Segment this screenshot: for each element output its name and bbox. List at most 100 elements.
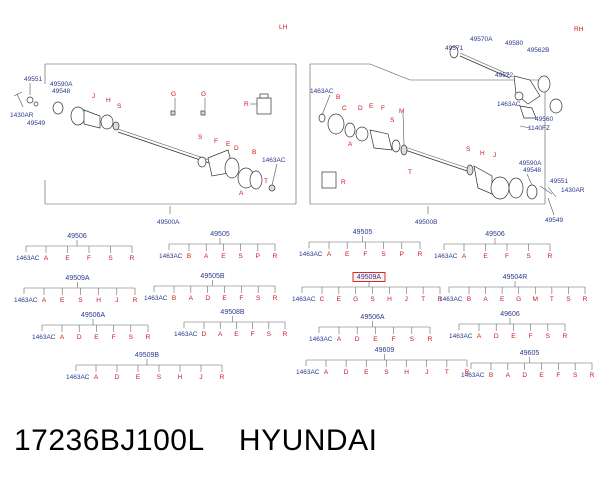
part-label: 49500A: [157, 219, 180, 226]
part-label: S: [198, 134, 203, 141]
tree-letter: S: [256, 295, 261, 302]
part-label: A: [348, 141, 353, 148]
part-label: T: [408, 169, 412, 176]
tree-code: 49606: [500, 311, 520, 318]
part-label: S: [466, 146, 471, 153]
part-label: H: [106, 97, 111, 104]
tree-prefix: 1463AC: [66, 374, 90, 381]
tree-letter: A: [327, 251, 332, 258]
tree-letter: C: [320, 296, 325, 303]
tree-letter: A: [94, 374, 99, 381]
tree-prefix: 1463AC: [16, 255, 40, 262]
tree-letter: R: [563, 333, 568, 340]
tree-letter: T: [550, 296, 554, 303]
tree-letter: S: [108, 255, 113, 262]
part-label: 49500B: [415, 219, 437, 226]
part-label: M: [399, 108, 404, 115]
tree-letter: S: [546, 333, 551, 340]
tree-letter: A: [218, 331, 223, 338]
tree-letter: P: [400, 251, 404, 258]
tree-prefix: 1463AC: [439, 296, 463, 303]
tree-letter: E: [65, 255, 70, 262]
tree-letter: E: [373, 336, 378, 343]
tree-letter: E: [337, 296, 342, 303]
part-number: 17236BJ100L: [14, 424, 204, 457]
tree-letter: D: [344, 369, 349, 376]
part-label: 49551: [550, 178, 568, 185]
tree-letter: R: [273, 295, 278, 302]
tree-prefix: 1463AC: [144, 295, 168, 302]
part-label: B: [252, 149, 256, 156]
part-label: 49590A: [50, 81, 73, 88]
tree-letter: T: [445, 369, 449, 376]
tree-letter: D: [494, 333, 499, 340]
tree-letter: S: [410, 336, 415, 343]
tree-letter: E: [364, 369, 369, 376]
tree-code: 49509B: [135, 352, 159, 359]
tree-prefix: 1463AC: [299, 251, 323, 258]
tree-letter: H: [387, 296, 392, 303]
part-label: E: [369, 103, 374, 110]
tree-letter: A: [462, 253, 467, 260]
part-label: 49549: [545, 217, 563, 224]
tree-code: 49605: [520, 350, 540, 357]
tree-letter: B: [467, 296, 471, 303]
part-label: 1463AC: [497, 101, 521, 108]
tree-letter: F: [529, 333, 533, 340]
part-label: 49571: [445, 45, 463, 52]
tree-letter: T: [421, 296, 425, 303]
tree-letter: D: [202, 331, 207, 338]
tree-code: 49509A: [357, 274, 381, 281]
tree-letter: A: [189, 295, 194, 302]
part-label: 49560: [535, 116, 553, 123]
side-label-lh: LH: [279, 24, 288, 31]
tree-letter: M: [533, 296, 538, 303]
tree-code: 49506A: [81, 312, 105, 319]
tree-letter: A: [44, 255, 49, 262]
leader-lines: [29, 83, 555, 216]
part-label: F: [214, 138, 218, 145]
part-label: 49570A: [470, 36, 493, 43]
part-label: 49548: [52, 88, 70, 95]
tree-letter: E: [500, 296, 505, 303]
tree-letter: F: [556, 372, 560, 379]
part-label: 1140FZ: [528, 125, 550, 132]
footer: 17236BJ100L HYUNDAI: [14, 424, 377, 458]
tree-letter: S: [129, 334, 134, 341]
tree-letter: R: [428, 336, 433, 343]
tree-prefix: 1463AC: [159, 253, 183, 260]
tree-letter: D: [522, 372, 527, 379]
tree-letter: A: [60, 334, 65, 341]
tree-letter: R: [418, 251, 423, 258]
tree-letter: R: [438, 296, 443, 303]
tree-letter: D: [205, 295, 210, 302]
tree-letter: R: [273, 253, 278, 260]
tree-code: 49506: [67, 233, 87, 240]
tree-letter: J: [115, 297, 118, 304]
part-label: A: [239, 190, 244, 197]
part-label: G: [171, 91, 176, 98]
tree-prefix: 1463AC: [434, 253, 458, 260]
tree-letter: E: [222, 295, 227, 302]
right-part-labels: 49570A 49571 49580 49562B 49572 1463AC 4…: [310, 36, 585, 226]
tree-code: 49505: [353, 229, 373, 236]
tree-letter: R: [465, 369, 470, 376]
part-label: T: [264, 178, 268, 185]
part-label: R: [341, 179, 346, 186]
part-label: S: [390, 117, 395, 124]
tree-letter: B: [489, 372, 493, 379]
part-label: 49548: [523, 167, 541, 174]
tree-letter: A: [204, 253, 209, 260]
part-label: 1430AR: [561, 187, 585, 194]
tree-letter: F: [363, 251, 367, 258]
tree-letter: F: [251, 331, 255, 338]
part-label: 49580: [505, 40, 523, 47]
